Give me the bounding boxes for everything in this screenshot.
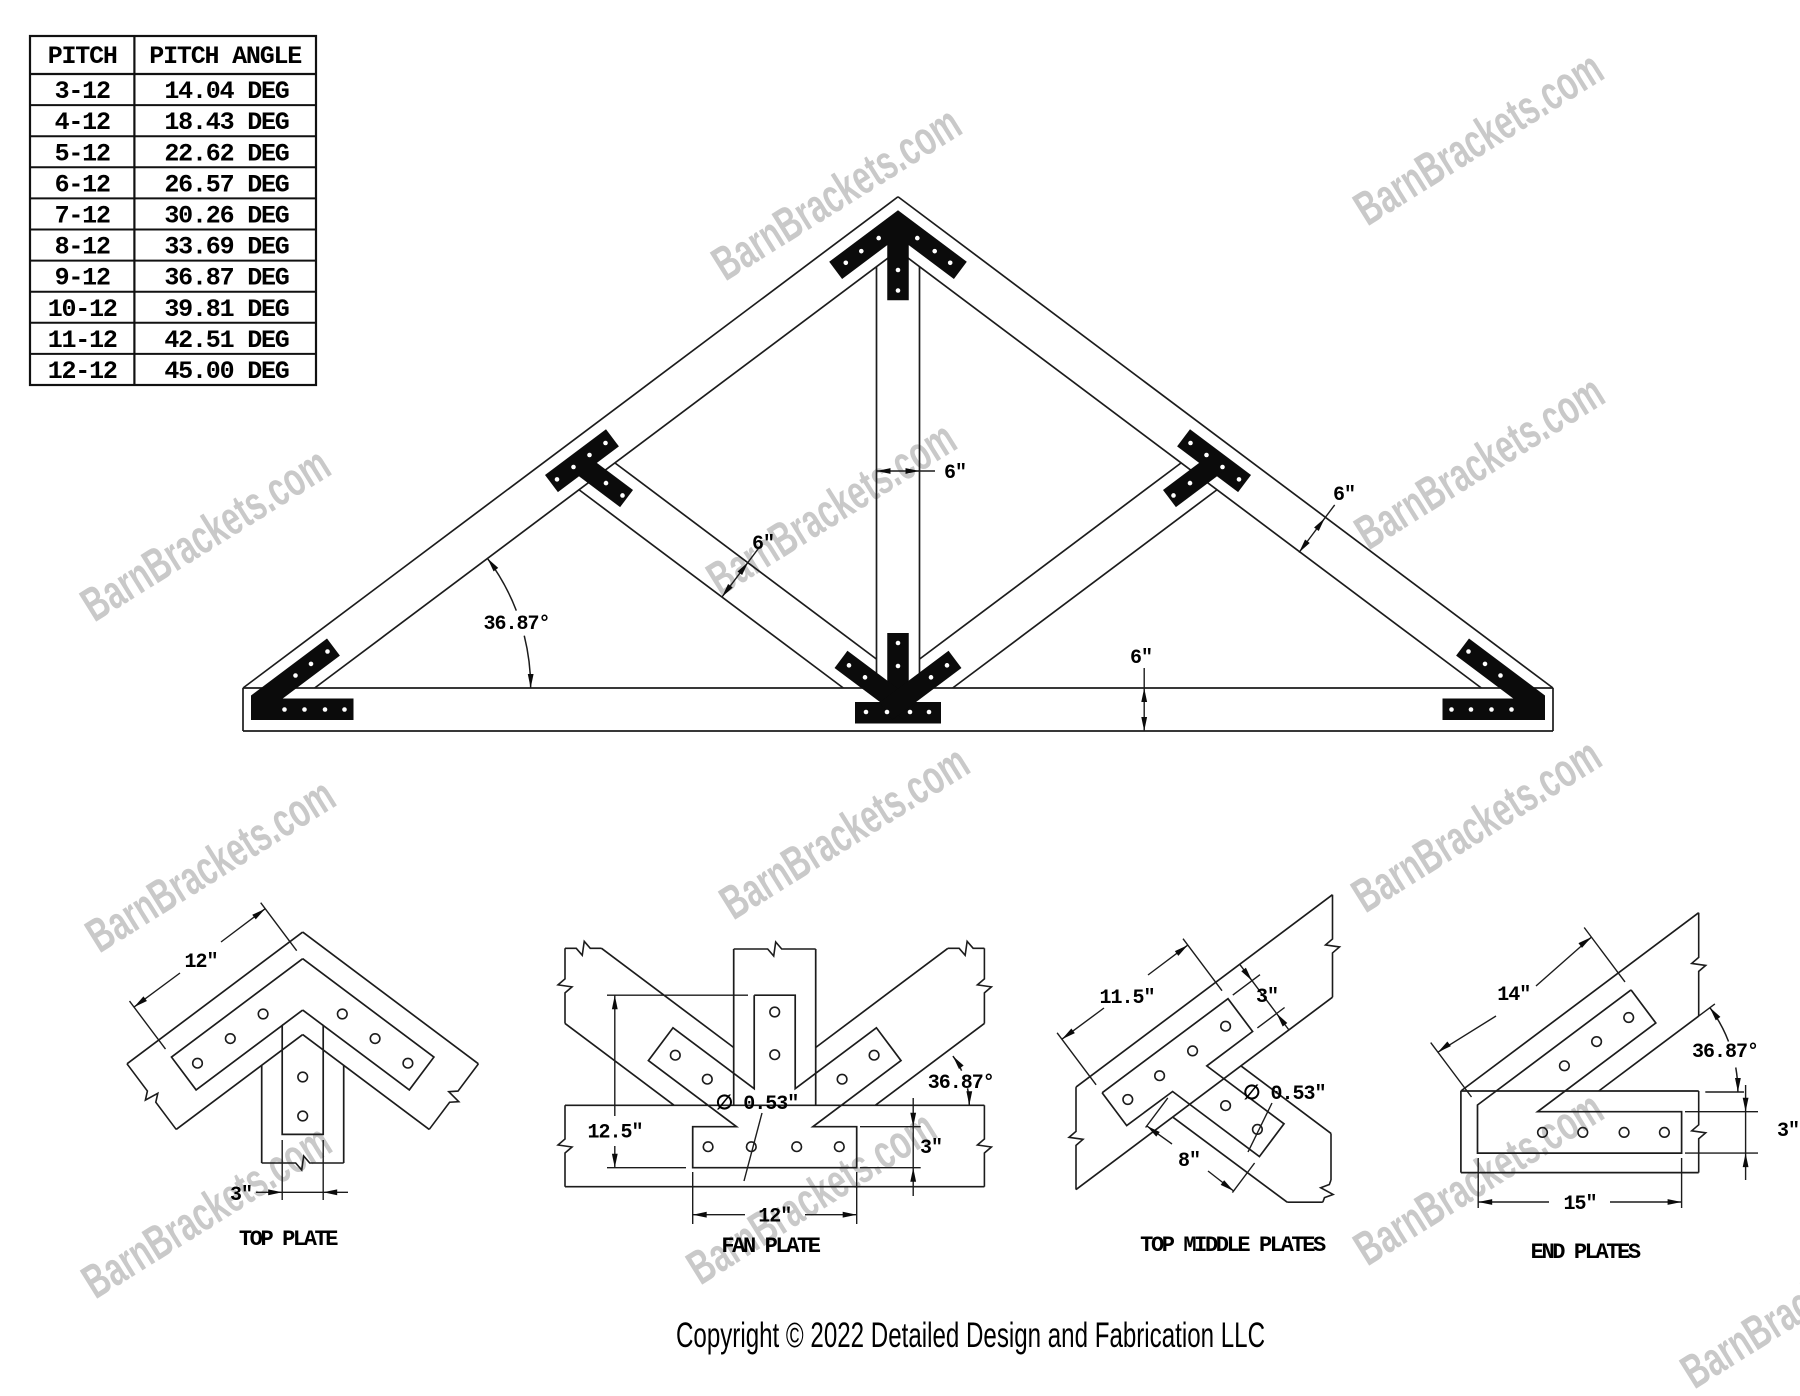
svg-text:4-12: 4-12 bbox=[55, 108, 110, 137]
svg-text:11.5″: 11.5″ bbox=[1099, 987, 1154, 1010]
svg-text:9-12: 9-12 bbox=[55, 264, 110, 293]
svg-text:TOP PLATE: TOP PLATE bbox=[239, 1227, 338, 1252]
svg-text:26.57 DEG: 26.57 DEG bbox=[164, 170, 288, 199]
svg-text:36.87°: 36.87° bbox=[483, 613, 549, 636]
svg-text:42.51 DEG: 42.51 DEG bbox=[164, 326, 288, 355]
svg-text:6″: 6″ bbox=[1333, 484, 1355, 507]
svg-text:5-12: 5-12 bbox=[55, 139, 110, 168]
svg-text:PITCH: PITCH bbox=[48, 42, 117, 71]
svg-text:14.04 DEG: 14.04 DEG bbox=[164, 77, 288, 106]
svg-text:30.26 DEG: 30.26 DEG bbox=[164, 201, 288, 230]
svg-text:3″: 3″ bbox=[230, 1184, 252, 1207]
svg-text:∅ 0.53″: ∅ 0.53″ bbox=[716, 1093, 798, 1116]
svg-text:33.69 DEG: 33.69 DEG bbox=[164, 233, 288, 262]
svg-text:45.00 DEG: 45.00 DEG bbox=[164, 357, 288, 386]
svg-text:6″: 6″ bbox=[1130, 647, 1152, 670]
svg-text:12.5″: 12.5″ bbox=[587, 1122, 642, 1145]
svg-text:39.81 DEG: 39.81 DEG bbox=[164, 295, 288, 324]
svg-text:7-12: 7-12 bbox=[55, 201, 110, 230]
svg-text:Copyright © 2022 Detailed Desi: Copyright © 2022 Detailed Design and Fab… bbox=[676, 1316, 1265, 1355]
svg-text:6″: 6″ bbox=[944, 462, 966, 485]
svg-text:36.87 DEG: 36.87 DEG bbox=[164, 264, 288, 293]
svg-text:3″: 3″ bbox=[1256, 986, 1278, 1009]
svg-text:11-12: 11-12 bbox=[48, 326, 117, 355]
svg-text:15″: 15″ bbox=[1563, 1193, 1596, 1216]
svg-text:END PLATES: END PLATES bbox=[1531, 1240, 1641, 1265]
svg-text:12″: 12″ bbox=[758, 1206, 791, 1229]
svg-text:14″: 14″ bbox=[1497, 984, 1530, 1007]
svg-text:PITCH ANGLE: PITCH ANGLE bbox=[149, 42, 301, 71]
svg-text:6-12: 6-12 bbox=[55, 170, 110, 199]
svg-text:TOP MIDDLE PLATES: TOP MIDDLE PLATES bbox=[1140, 1233, 1326, 1258]
svg-text:10-12: 10-12 bbox=[48, 295, 117, 324]
svg-text:3-12: 3-12 bbox=[55, 77, 110, 106]
svg-text:3″: 3″ bbox=[1777, 1120, 1799, 1143]
svg-text:12-12: 12-12 bbox=[48, 357, 117, 386]
svg-text:22.62 DEG: 22.62 DEG bbox=[164, 139, 288, 168]
svg-text:∅ 0.53″: ∅ 0.53″ bbox=[1243, 1083, 1325, 1106]
svg-text:3″: 3″ bbox=[920, 1137, 942, 1160]
svg-text:6″: 6″ bbox=[752, 533, 774, 556]
svg-text:18.43 DEG: 18.43 DEG bbox=[164, 108, 288, 137]
svg-text:12″: 12″ bbox=[184, 951, 217, 974]
svg-text:36.87°: 36.87° bbox=[1692, 1041, 1758, 1064]
svg-text:FAN PLATE: FAN PLATE bbox=[721, 1234, 820, 1259]
svg-text:36.87°: 36.87° bbox=[928, 1072, 994, 1095]
svg-text:8-12: 8-12 bbox=[55, 233, 110, 262]
svg-text:8″: 8″ bbox=[1178, 1150, 1200, 1173]
